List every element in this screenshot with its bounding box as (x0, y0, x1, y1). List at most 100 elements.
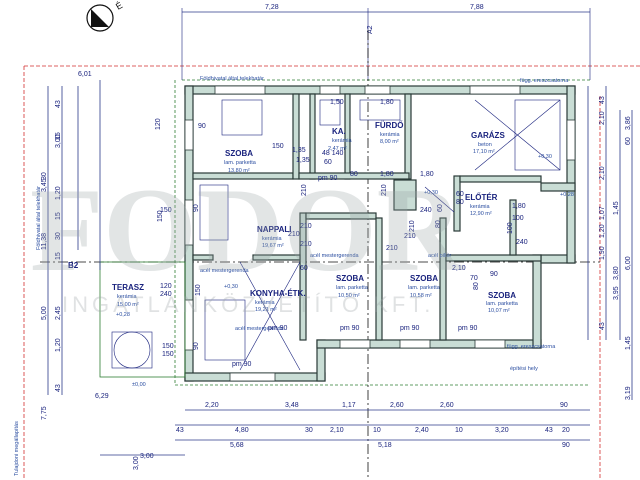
bottom-dim-label: 90 (560, 402, 568, 409)
terrace-outline (99, 261, 186, 378)
room-floor: beton (478, 142, 492, 148)
opening-label: pm 90 (232, 361, 252, 368)
bottom-dim-label: 2,10 (330, 427, 344, 434)
opening-label: 1,35 (292, 147, 306, 154)
level-mark: +0,28 (116, 312, 130, 318)
left-dim-label: 15 (55, 132, 62, 140)
opening-label: 70 (470, 275, 478, 282)
room-name: NAPPALI (257, 225, 292, 234)
top-dim-2: 7,88 (470, 4, 484, 11)
opening-label: 150 (162, 343, 174, 350)
opening-label: 1,80 (420, 171, 434, 178)
opening-label: 100 (512, 215, 524, 222)
bottom-dim-label: 10 (455, 427, 463, 434)
opening-label: 90 (193, 204, 200, 212)
room-name: SZOBA (336, 274, 364, 283)
svg-text:É: É (114, 0, 124, 12)
room-floor: lam. parketta (224, 160, 257, 166)
opening-label: 240 (420, 207, 432, 214)
level-mark: +0,30 (224, 284, 238, 290)
room-floor: kerámia (470, 204, 491, 210)
right-dim-label: 2,10 (599, 111, 606, 125)
right-dim-label: 43 (599, 96, 606, 104)
opening-label: 120 (155, 118, 162, 130)
watermark-logo: FODOR (30, 163, 465, 296)
room-name: SZOBA (488, 291, 516, 300)
room-area: 19,21 m² (255, 307, 277, 313)
opening-label: 80 (473, 282, 480, 290)
opening-label: 210 (386, 245, 398, 252)
bottom-dim-label: 1,17 (342, 402, 356, 409)
room-floor: lam. parketta (486, 301, 519, 307)
room-name: KONYHA-ÉTK. (250, 289, 306, 298)
opening-label: 80 (456, 199, 464, 206)
room-name: SZOBA (225, 149, 253, 158)
bottom-dim-label: 4,80 (235, 427, 249, 434)
opening-label: 1,80 (512, 203, 526, 210)
opening-label: 240 (160, 291, 172, 298)
opening-label: 210 (301, 184, 308, 196)
north-arrow-icon: É (86, 0, 124, 32)
left-dim-label: 3,00 (55, 134, 62, 148)
right-dim-label: 1,45 (613, 201, 620, 215)
left-dim-label: 3,45 (41, 178, 48, 192)
opening-label: 210 (288, 231, 300, 238)
bottom-dim-label: 5,18 (378, 442, 392, 449)
opening-label: pm 90 (340, 325, 360, 332)
room-floor: kerámia (117, 294, 138, 300)
windows (184, 85, 576, 382)
level-mark: +0,30 (538, 154, 552, 160)
left-dim-label: 5,00 (41, 306, 48, 320)
bottom-dim-label: 43 (545, 427, 553, 434)
left-dim-label: 1,20 (55, 186, 62, 200)
label-boundary-top: Földhivatal által telekhatár (200, 76, 264, 82)
room-area: 12,90 m² (470, 211, 492, 217)
right-dim-label: 3,19 (625, 386, 632, 400)
left-dim-label: 11,38 (41, 233, 48, 250)
label-boundary-left: Földhivatal által telekhatár (36, 186, 42, 250)
opening-label: 120 (160, 283, 172, 290)
opening-label: pm 90 (400, 325, 420, 332)
level-mark: +0,30 (424, 190, 438, 196)
bottom-dim-label: 5,68 (230, 442, 244, 449)
room-name: GARÁZS (471, 131, 505, 140)
bottom-dim-label: 2,40 (415, 427, 429, 434)
room-area: 15,00 m² (117, 302, 139, 308)
opening-label: 150 (157, 210, 164, 222)
right-dim-label: 3,86 (625, 116, 632, 130)
right-dim-label: 3,95 (613, 286, 620, 300)
right-dim-label: 6,00 (625, 256, 632, 270)
bottom-dim-label: 90 (562, 442, 570, 449)
opening-label: 1,80 (380, 99, 394, 106)
bottom-dim-label: 10 (373, 427, 381, 434)
bottom-dim-label: 43 (176, 427, 184, 434)
left-dim-label: 1,20 (55, 338, 62, 352)
room-name: ELŐTÉR (465, 193, 498, 202)
right-dim-label: 1,45 (625, 336, 632, 350)
bottom-dim-label: 2,60 (390, 402, 404, 409)
room-area: 10,58 m² (410, 293, 432, 299)
bottom-dim-label: 30 (305, 427, 313, 434)
room-name: KA. (332, 127, 346, 136)
opening-label: 210 (381, 184, 388, 196)
room-floor: kerámia (332, 138, 353, 144)
room-area: 10,50 m² (338, 293, 360, 299)
room-floor: lam. parketta (408, 285, 441, 291)
right-dim-label: 60 (625, 137, 632, 145)
opening-label: 1,50 (330, 99, 344, 106)
level-mark: +0,28 (560, 192, 574, 198)
opening-label: 150 (272, 143, 284, 150)
dim-629: 6,29 (95, 393, 109, 400)
top-dim-1: 7,28 (265, 4, 279, 11)
room-area: 2,47 m² (328, 146, 347, 152)
bottom-dim-label: 2,20 (205, 402, 219, 409)
opening-label: 90 (193, 342, 200, 350)
opening-label: 210 (300, 241, 312, 248)
opening-label: pm 90 (458, 325, 478, 332)
bottom-dim-label: 3,48 (285, 402, 299, 409)
label-pillar: acél pillér (428, 253, 451, 259)
opening-label: 150 (162, 351, 174, 358)
